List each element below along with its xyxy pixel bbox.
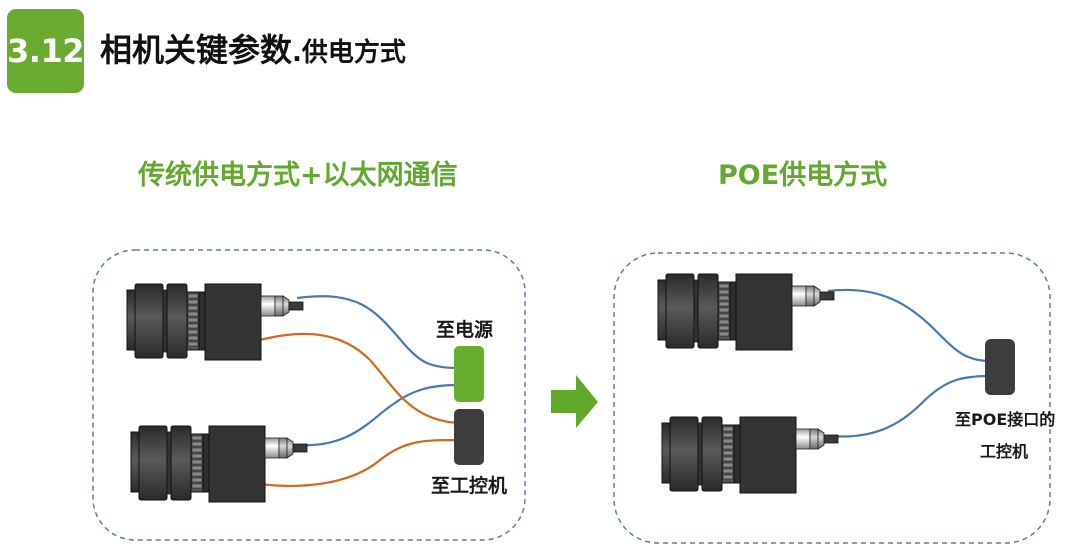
page-title-main: 相机关键参数 xyxy=(100,31,293,69)
power-supply-device xyxy=(454,346,484,402)
poe-industrial-pc-device xyxy=(985,339,1015,395)
ethernet-cable-camera2 xyxy=(297,383,459,447)
traditional-panel-border xyxy=(92,249,526,541)
poe-cable-camera2 xyxy=(829,374,991,438)
power-cable-camera1 xyxy=(248,332,459,425)
poe-pc-label-line2: 工控机 xyxy=(980,442,1029,461)
poe-panel-border xyxy=(613,252,1051,544)
section-number-badge: 3.12 xyxy=(7,9,84,93)
page-title-sub: .供电方式 xyxy=(292,38,406,68)
right-arrow-icon xyxy=(551,375,598,428)
industrial-camera-icon xyxy=(126,283,304,361)
page-title: 相机关键参数.供电方式 xyxy=(100,28,406,75)
poe-pc-label-line1: 至POE接口的 xyxy=(955,410,1056,429)
ethernet-cable-camera1 xyxy=(296,295,459,370)
industrial-camera-icon xyxy=(130,425,308,503)
to-power-label: 至电源 xyxy=(436,319,494,341)
traditional-power-title: 传统供电方式+以太网通信 xyxy=(138,160,458,191)
poe-power-title: POE供电方式 xyxy=(718,160,888,191)
power-cable-camera2 xyxy=(251,438,459,487)
poe-cable-camera1 xyxy=(827,288,991,363)
industrial-camera-icon xyxy=(661,416,839,494)
industrial-camera-icon xyxy=(657,273,835,351)
industrial-pc-device xyxy=(454,409,484,465)
to-pc-label: 至工控机 xyxy=(431,475,508,497)
